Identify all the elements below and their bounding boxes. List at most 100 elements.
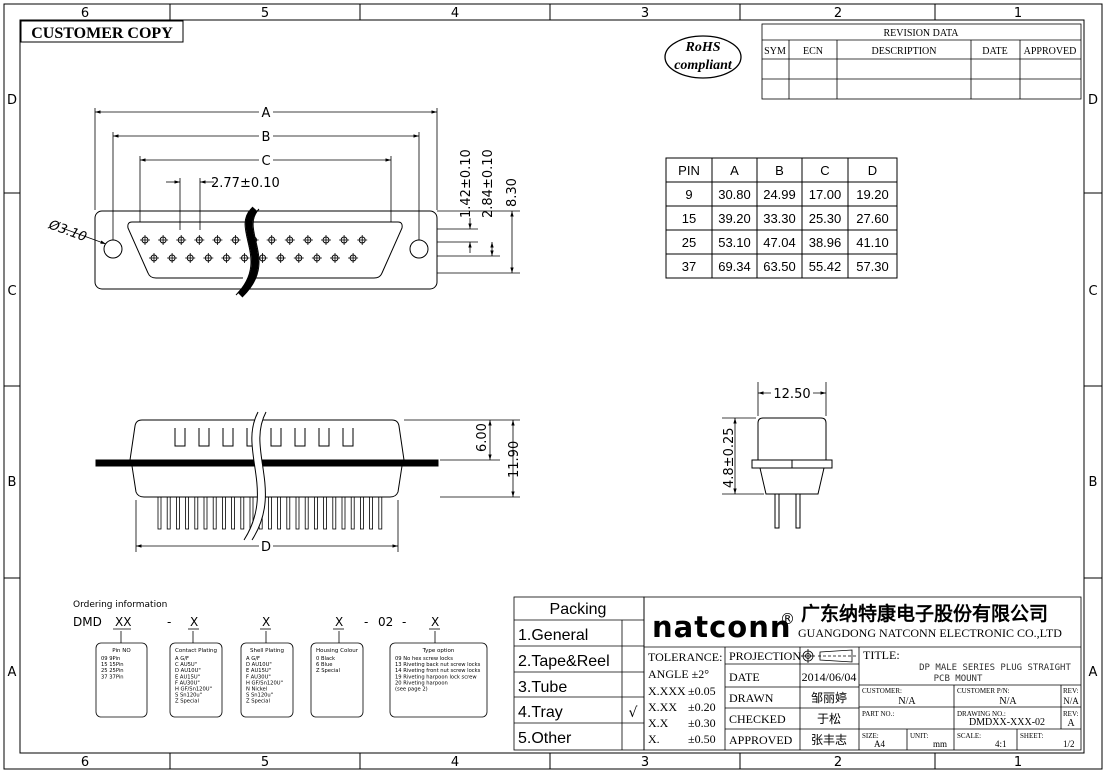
- col-label: 2: [834, 6, 842, 21]
- solder-pin: [166, 496, 171, 530]
- solder-pin: [157, 496, 162, 530]
- solder-pin: [323, 496, 328, 530]
- solder-pin: [221, 496, 226, 530]
- code-part: X: [431, 615, 439, 629]
- pin-marker: [230, 235, 241, 245]
- col-label: 1: [1014, 755, 1022, 770]
- code-sep: -: [364, 615, 368, 629]
- contact-slot: [294, 428, 306, 447]
- pin-table-cell: 25: [682, 235, 696, 250]
- pin-marker: [348, 253, 359, 263]
- packing-item: 1.General: [518, 627, 588, 644]
- brand-logo: natconn: [652, 610, 791, 644]
- tol-value: ±0.50: [688, 732, 716, 746]
- solder-pin: [231, 496, 236, 530]
- pin-marker: [266, 235, 277, 245]
- pin-table-cell: 17.00: [809, 187, 842, 202]
- col-label: 4: [451, 755, 459, 770]
- pin-marker: [185, 253, 196, 263]
- checked-value: 于松: [817, 712, 841, 726]
- pin-marker: [149, 253, 159, 263]
- code-underlines: [113, 628, 440, 643]
- row-label: C: [1088, 284, 1097, 299]
- packing-check-mark: √: [629, 705, 638, 721]
- code-part: X: [190, 615, 198, 629]
- ordering-box-line: Z Special: [246, 699, 270, 705]
- revision-header: DATE: [982, 46, 1008, 57]
- packing-item: 3.Tube: [518, 679, 567, 696]
- col-label: 5: [261, 6, 269, 21]
- ordering-box-line: C AU5U": [175, 662, 197, 668]
- dim-v3-label: 8.30: [505, 178, 520, 207]
- pin-marker: [311, 253, 322, 263]
- ordering-box-line: 09 9Pin: [101, 656, 120, 662]
- pin-table-cell: 63.50: [763, 259, 796, 274]
- dimensions-front: [135, 419, 520, 552]
- ordering-box-line: Z Special: [175, 699, 199, 705]
- code-part: 02: [378, 615, 393, 629]
- ordering-box-line: 25 25Pin: [101, 668, 124, 674]
- drawn-value: 邹丽婷: [811, 690, 847, 705]
- rev2-label: REV:: [1063, 710, 1078, 718]
- dim-c-label: C: [261, 154, 270, 169]
- ordering-box-line: A G/F: [175, 656, 189, 662]
- pin-table-cell: 27.60: [856, 211, 889, 226]
- packing-item: 2.Tape&Reel: [518, 653, 610, 670]
- ordering-box-line: S Sn120u": [246, 693, 273, 699]
- dim-v2-label: 2.84±0.10: [481, 149, 496, 218]
- ordering-box-title: Contact Plating: [175, 648, 217, 654]
- ordering-box-line: 6 Blue: [316, 662, 332, 668]
- ordering-box-line: E AU15U": [246, 668, 271, 674]
- contact-slot: [318, 428, 330, 447]
- packing-table: [513, 596, 645, 751]
- contact-slot: [342, 428, 354, 447]
- col-label: 6: [81, 6, 89, 21]
- customer-pn-label: CUSTOMER P/N:: [957, 687, 1010, 695]
- pin-marker: [176, 235, 187, 245]
- ordering-box-line: D AU10U": [175, 668, 201, 674]
- pin-marker: [194, 235, 205, 245]
- ordering-box-line: 0 Black: [316, 656, 335, 662]
- tol-key: X.X: [648, 716, 669, 730]
- solder-pin: [350, 496, 355, 530]
- pin-marker: [212, 235, 223, 245]
- pin-table-cell: 25.30: [809, 211, 842, 226]
- row-label: B: [1089, 475, 1098, 490]
- scale-label: SCALE:: [957, 732, 981, 740]
- pin-marker: [330, 253, 340, 263]
- pin-table-header: A: [730, 163, 739, 178]
- contact-slot: [174, 428, 186, 447]
- rohs-compliant-text: compliant: [674, 58, 733, 73]
- dim-hole-label: Ø3.10: [46, 217, 89, 245]
- solder-pin: [369, 496, 374, 530]
- size-label: SIZE:: [862, 732, 879, 740]
- dim-pitch-label: 2.77±0.10: [211, 176, 280, 191]
- pin-table-cell: 15: [682, 211, 696, 226]
- pin-marker: [140, 235, 150, 245]
- customer-value: N/A: [898, 696, 916, 707]
- solder-pin: [203, 496, 208, 530]
- sheet-value: 1/2: [1063, 739, 1075, 749]
- date-value: 2014/06/04: [802, 670, 857, 684]
- pin-marker: [257, 253, 268, 263]
- company-name-cn: 广东纳特康电子股份有限公司: [801, 602, 1048, 625]
- ordering-box-title: Pin NO: [112, 648, 131, 654]
- contact-slot: [270, 428, 282, 447]
- code-sep: -: [167, 615, 171, 629]
- ordering-box-line: H GF/Sn120U": [175, 687, 212, 693]
- dim-h1-label: 6.00: [475, 423, 490, 452]
- ordering-box-title: Housing Colour: [316, 648, 359, 654]
- row-label: C: [7, 284, 16, 299]
- ordering-box-line: N Nickel: [246, 687, 267, 693]
- packing-item: 4.Tray: [518, 704, 563, 721]
- tolerance-label: TOLERANCE:: [648, 650, 722, 664]
- customer-pn-value: N/A: [999, 696, 1017, 707]
- front-slots: [174, 428, 354, 447]
- approved-value: 张丰志: [811, 733, 847, 747]
- solder-pin: [240, 496, 245, 530]
- ordering-box-line: F AU30U": [175, 680, 200, 686]
- angle-tolerance: ANGLE ±2°: [648, 667, 709, 681]
